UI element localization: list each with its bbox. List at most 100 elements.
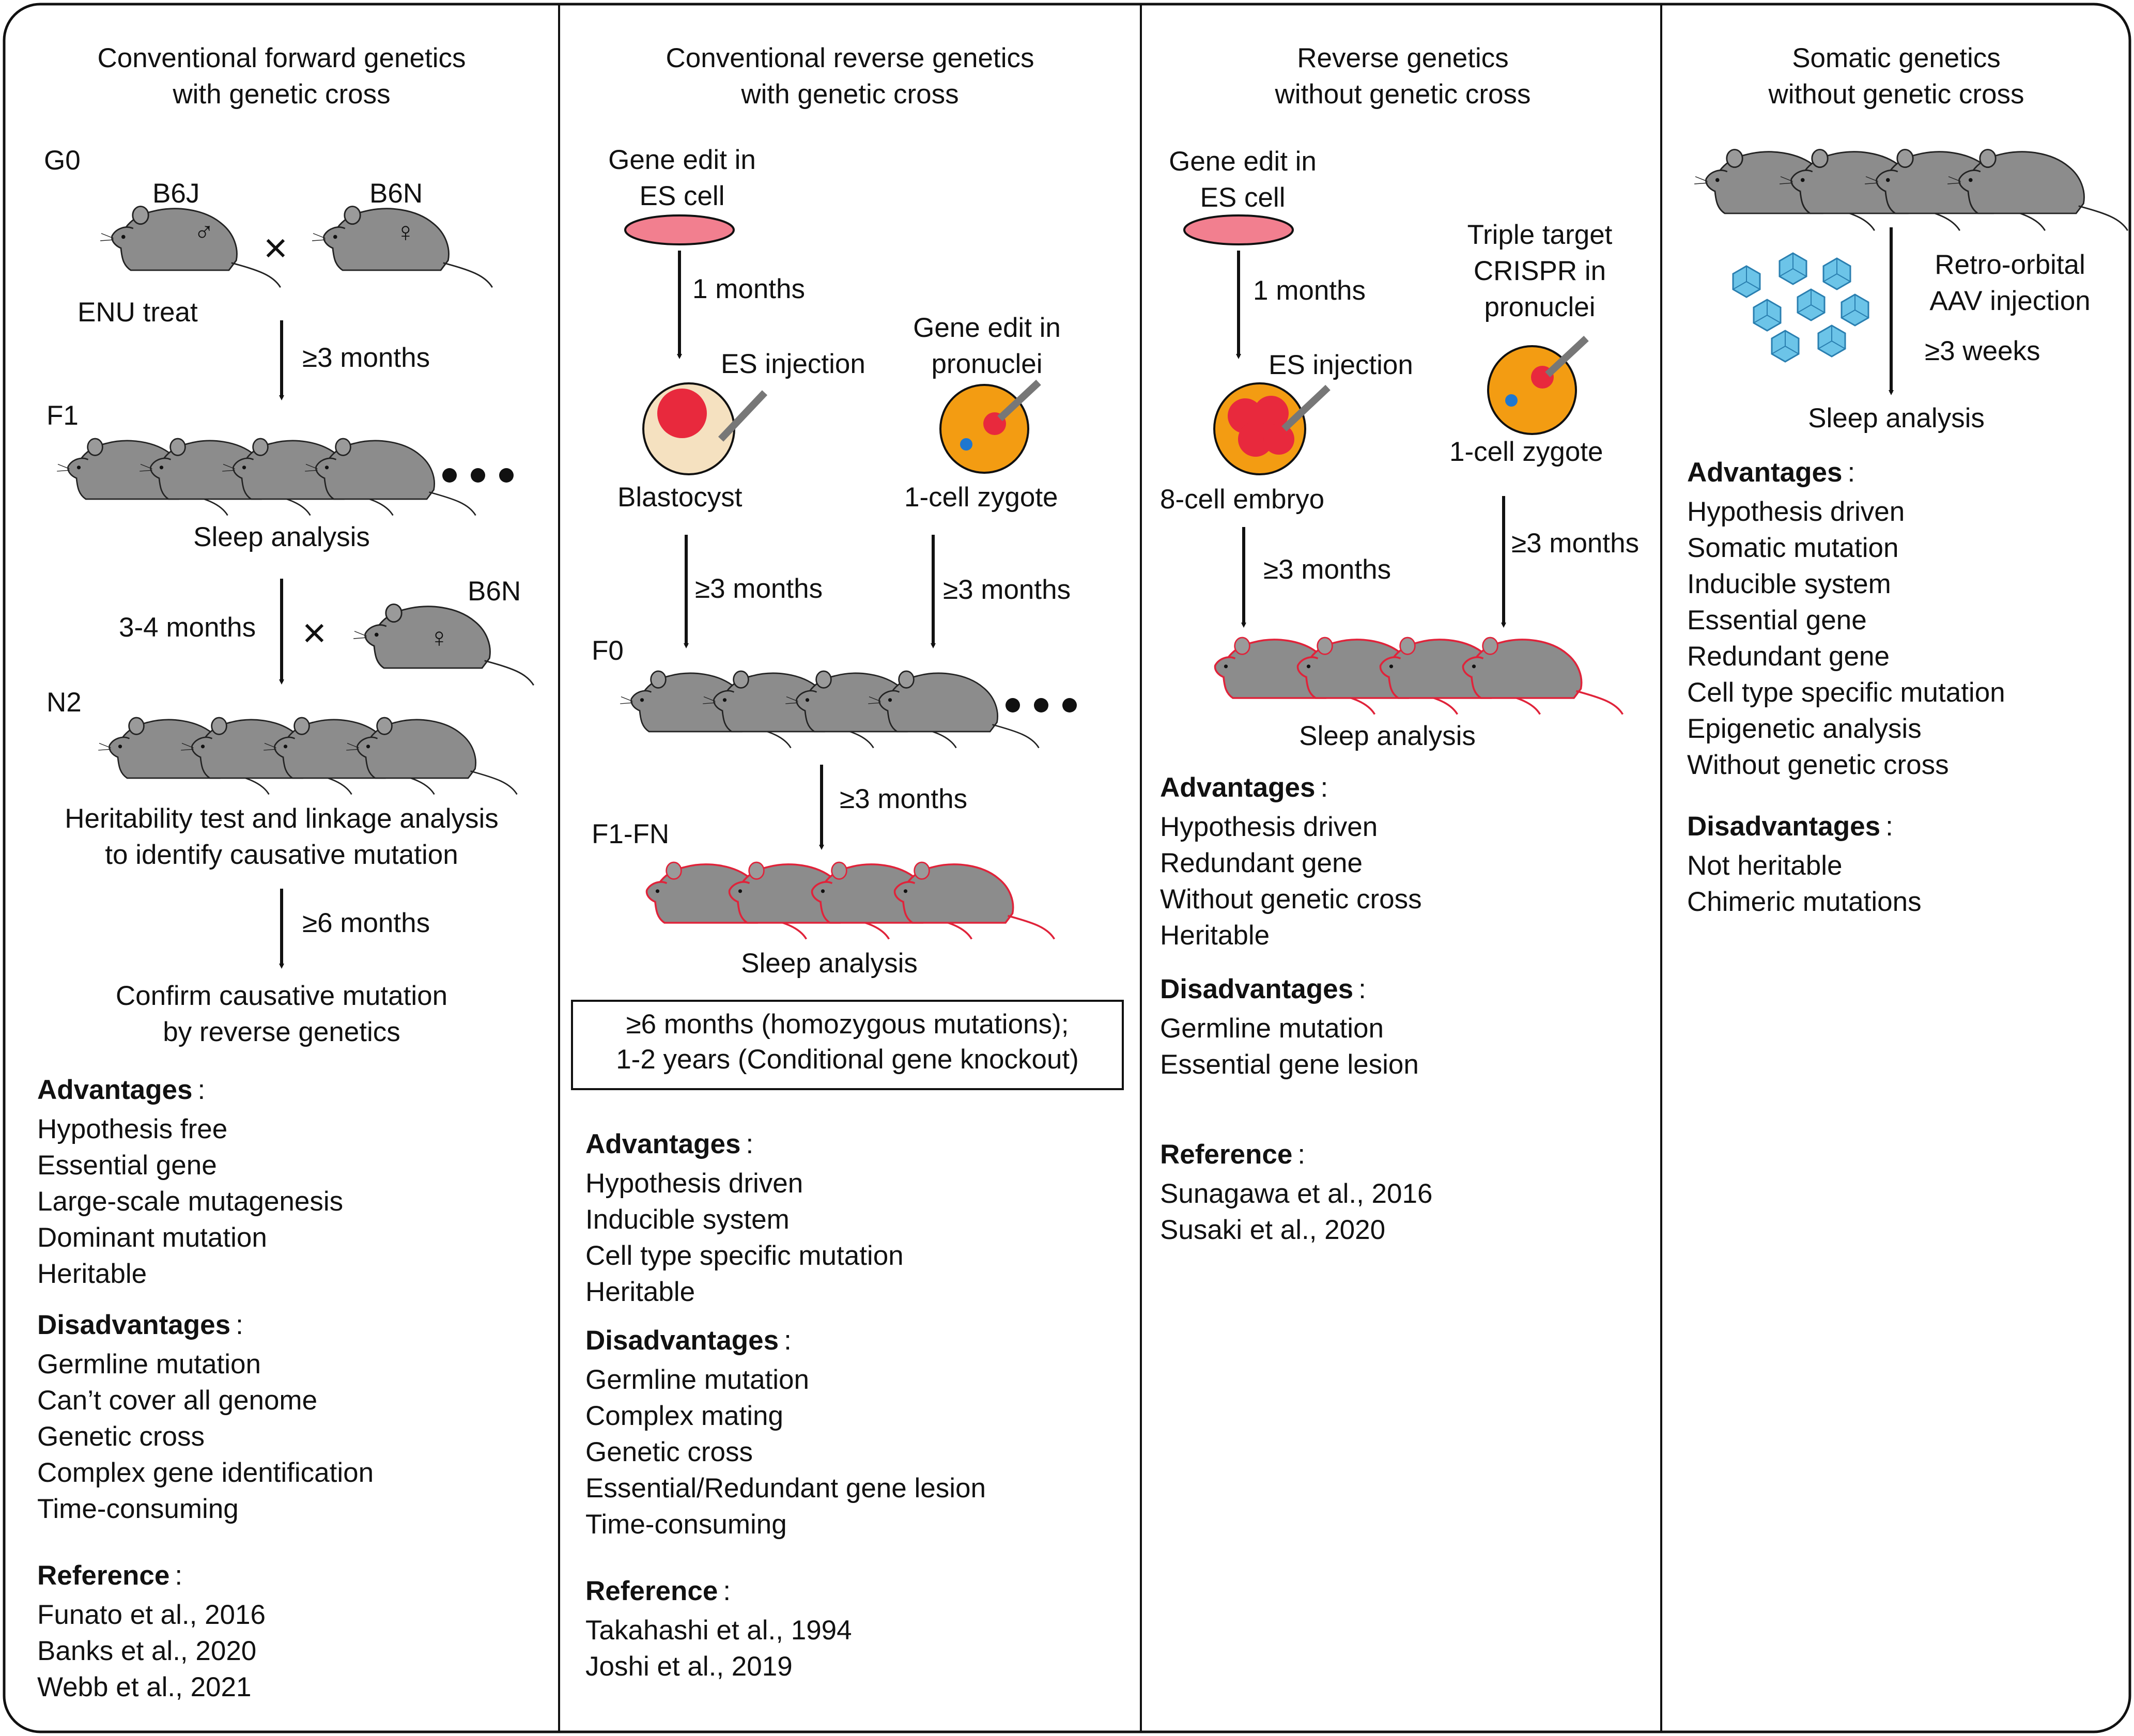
list-item: Heritable xyxy=(1160,920,1270,951)
enu-label: ENU treat xyxy=(78,297,198,328)
needle xyxy=(1545,335,1589,378)
ellipsis-dot xyxy=(1034,698,1048,712)
female-symbol: ♀ xyxy=(429,623,450,653)
duration-box: ≥6 months (homozygous mutations);1-2 yea… xyxy=(571,1000,1124,1090)
list-item: Without genetic cross xyxy=(1160,884,1422,915)
embryo-cell xyxy=(1254,396,1289,431)
ellipsis-dot xyxy=(499,468,514,483)
list-item: Complex gene identification xyxy=(37,1458,374,1488)
list-item: Without genetic cross xyxy=(1687,750,1949,780)
list-item: Inducible system xyxy=(585,1204,790,1235)
f0-label: F0 xyxy=(592,636,624,666)
col2-drawings xyxy=(619,214,1077,940)
sleep-analysis-label: Sleep analysis xyxy=(1299,721,1476,751)
b6j-label: B6J xyxy=(152,178,200,209)
col3-disadvantages: Disadvantages: Germline mutation Essenti… xyxy=(1160,971,1419,1083)
es-injection-label: ES injection xyxy=(1269,350,1413,380)
g0-label: G0 xyxy=(44,145,81,176)
list-item: Sunagawa et al., 2016 xyxy=(1160,1179,1433,1209)
list-item: Time-consuming xyxy=(585,1509,787,1540)
list-item: Redundant gene xyxy=(1160,848,1363,878)
list-item: Funato et al., 2016 xyxy=(37,1600,266,1630)
list-item: Inducible system xyxy=(1687,569,1891,599)
list-item: Genetic cross xyxy=(37,1421,205,1452)
list-item: Germline mutation xyxy=(37,1349,261,1380)
list-item: Essential gene lesion xyxy=(1160,1049,1419,1080)
list-item: Chimeric mutations xyxy=(1687,887,1922,917)
ellipsis-dot xyxy=(442,468,457,483)
needle xyxy=(997,379,1041,422)
aav-icon xyxy=(1753,299,1782,332)
list-item: Not heritable xyxy=(1687,850,1843,881)
list-item: Genetic cross xyxy=(585,1437,753,1467)
f1-label: F1 xyxy=(47,400,79,431)
es-injection-label: ES injection xyxy=(721,349,865,379)
list-item: Heritable xyxy=(37,1259,147,1289)
time-label: ≥3 months xyxy=(1511,528,1640,559)
col3-advantages: Advantages: Hypothesis driven Redundant … xyxy=(1160,770,1422,954)
time-label: ≥3 months xyxy=(840,784,968,814)
ellipsis-dot xyxy=(1062,698,1077,712)
ellipsis-dot xyxy=(1006,698,1020,712)
list-item: Takahashi et al., 1994 xyxy=(585,1615,852,1646)
col1-drawings xyxy=(56,206,535,969)
sleep-analysis-label: Sleep analysis xyxy=(741,948,918,979)
zygote-icon xyxy=(939,384,1029,474)
list-item: Dominant mutation xyxy=(37,1222,267,1253)
mouse-icon xyxy=(893,861,1056,940)
time-label: 1 months xyxy=(692,274,806,304)
pronucleus xyxy=(960,438,972,451)
list-item: Large-scale mutagenesis xyxy=(37,1186,344,1217)
list-item: Susaki et al., 2020 xyxy=(1160,1215,1386,1245)
aav-icon xyxy=(1779,252,1807,285)
time-label: ≥3 months xyxy=(695,574,823,604)
list-item: Time-consuming xyxy=(37,1494,239,1524)
needle xyxy=(718,390,768,442)
list-item: Redundant gene xyxy=(1687,641,1890,672)
sleep-analysis-label: Sleep analysis xyxy=(1808,403,1985,433)
aav-icon xyxy=(1771,330,1800,363)
time-label: ≥3 weeks xyxy=(1925,336,2040,366)
list-item: Essential gene xyxy=(37,1150,217,1181)
col4-advantages: Advantages: Hypothesis driven Somatic mu… xyxy=(1687,455,2005,783)
dish-icon xyxy=(624,214,735,245)
needle xyxy=(1281,384,1331,432)
aav-icon xyxy=(1732,265,1761,298)
cross-symbol: × xyxy=(264,225,288,271)
n2-label: N2 xyxy=(47,687,82,718)
time-label: ≥3 months xyxy=(943,575,1071,605)
blastocyst-label: Blastocyst xyxy=(617,482,743,513)
list-item: Joshi et al., 2019 xyxy=(585,1651,793,1682)
list-item: Epigenetic analysis xyxy=(1687,714,1922,744)
dish-icon xyxy=(1183,214,1294,245)
b6n-label: B6N xyxy=(468,576,521,607)
col3-references: Reference: Sunagawa et al., 2016 Susaki … xyxy=(1160,1137,1432,1248)
col2-references: Reference: Takahashi et al., 1994 Joshi … xyxy=(585,1573,852,1685)
list-item: Cell type specific mutation xyxy=(1687,677,2005,708)
time-label: ≥6 months xyxy=(302,908,430,938)
embryo-label: 8-cell embryo xyxy=(1160,484,1325,515)
blastocyst-inner-mass xyxy=(657,389,707,438)
col2-advantages: Advantages: Hypothesis driven Inducible … xyxy=(585,1126,904,1310)
list-item: Essential/Redundant gene lesion xyxy=(585,1473,986,1504)
cross-symbol: × xyxy=(302,610,327,656)
list-item: Hypothesis driven xyxy=(585,1168,803,1199)
list-item: Hypothesis driven xyxy=(1160,812,1378,842)
list-item: Cell type specific mutation xyxy=(585,1241,904,1271)
list-item: Hypothesis driven xyxy=(1687,497,1905,527)
col1-disadvantages: Disadvantages: Germline mutation Can’t c… xyxy=(37,1307,374,1527)
list-item: Banks et al., 2020 xyxy=(37,1636,257,1666)
list-item: Germline mutation xyxy=(1160,1013,1384,1044)
aav-icon xyxy=(1797,288,1826,321)
female-symbol: ♀ xyxy=(395,217,416,247)
col3-drawings xyxy=(1183,214,1624,716)
ellipsis-dot xyxy=(471,468,485,483)
